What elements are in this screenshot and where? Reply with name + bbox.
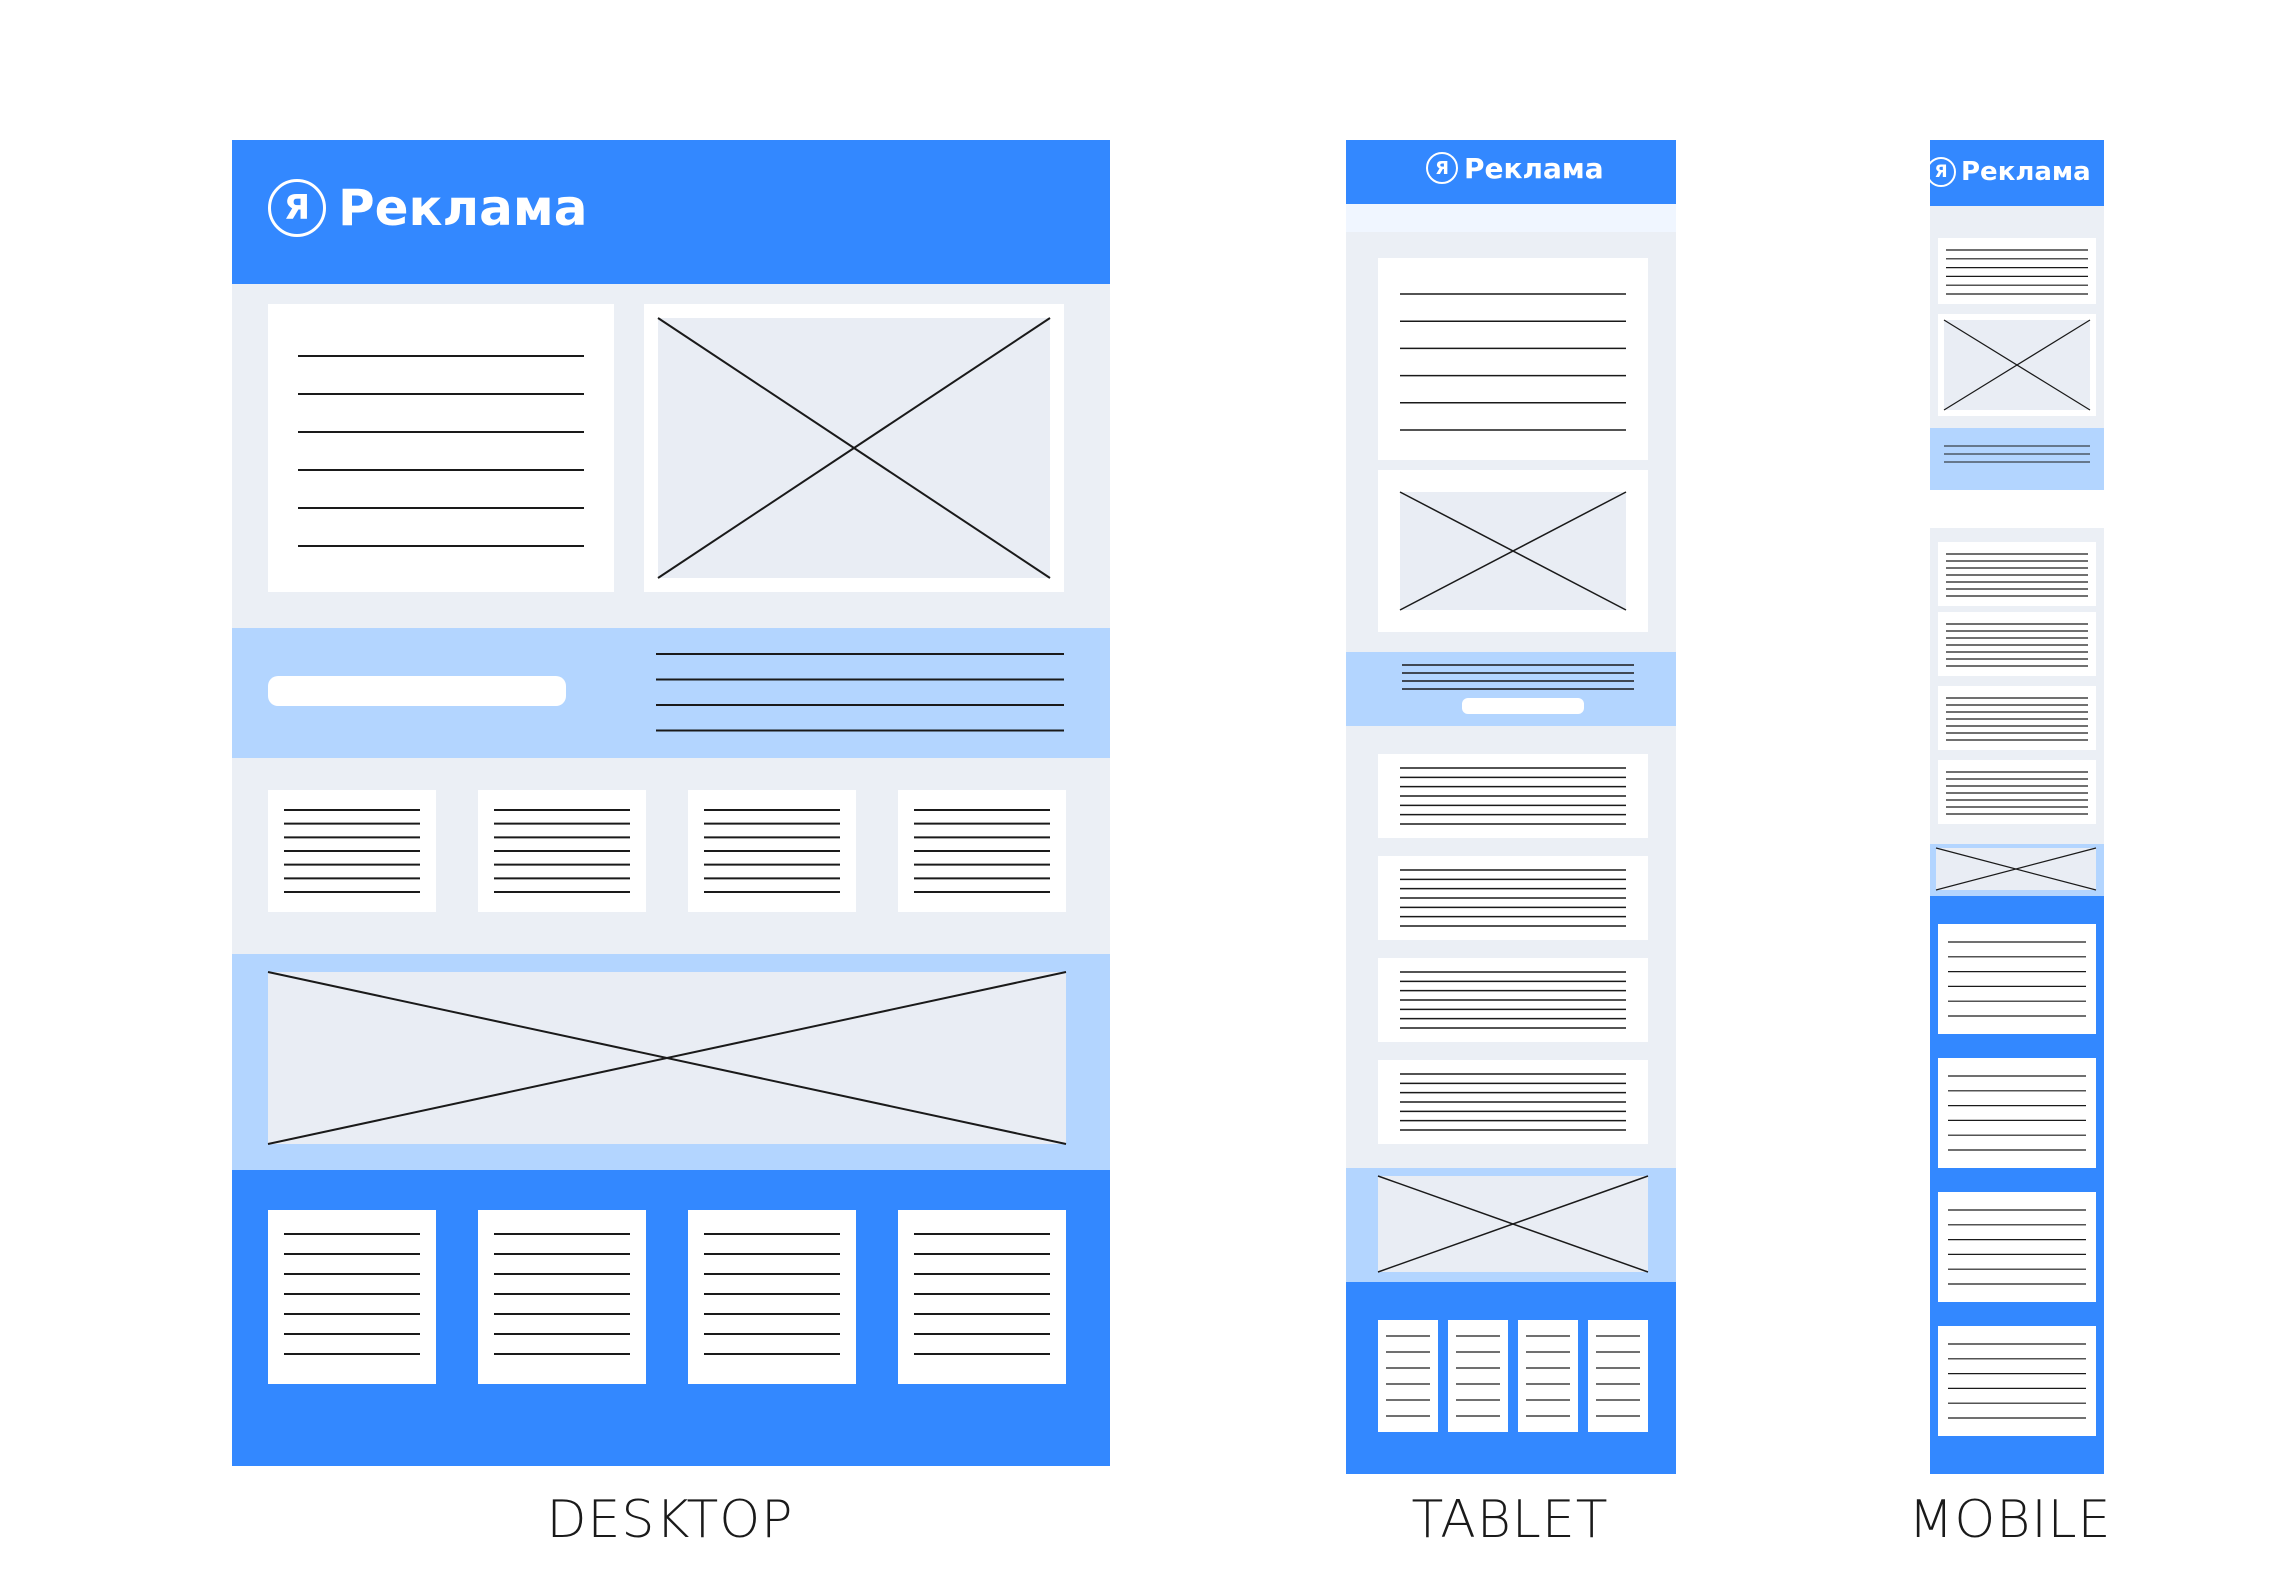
desktop-cta-button [268, 676, 566, 706]
desktop-footer-card-1 [268, 1210, 436, 1384]
mobile-feature-card-3 [1938, 686, 2096, 750]
yandex-logo-icon: Я [268, 179, 326, 237]
tablet-header [1346, 140, 1676, 204]
tablet-logo: Я Реклама [1426, 151, 1604, 185]
desktop-hero-text-card [268, 304, 614, 592]
image-placeholder-icon [267, 971, 1067, 1145]
tablet-footer-card-1 [1378, 1320, 1438, 1432]
mobile-header [1930, 140, 2104, 206]
mobile-footer-card-1 [1938, 924, 2096, 1034]
yandex-logo-icon: Я [1426, 152, 1458, 184]
image-placeholder-icon [1943, 319, 2091, 411]
mobile-feature-card-2 [1938, 612, 2096, 676]
tablet-footer-card-3 [1518, 1320, 1578, 1432]
image-placeholder-icon [1399, 491, 1627, 611]
mobile-feature-card-4 [1938, 760, 2096, 824]
image-placeholder-icon [1935, 847, 2097, 891]
mobile-cta-section [1930, 428, 2104, 490]
mobile-feature-card-1 [1938, 542, 2096, 606]
tablet-footer-card-4 [1588, 1320, 1648, 1432]
tablet-subheader [1346, 204, 1676, 232]
mobile-logo: Я Реклама [1926, 156, 2091, 188]
tablet-footer-card-2 [1448, 1320, 1508, 1432]
tablet-logo-text: Реклама [1464, 151, 1604, 185]
desktop-logo-text: Реклама [338, 179, 588, 237]
image-placeholder-icon [1377, 1175, 1649, 1273]
desktop-caption: DESKTOP [546, 1490, 794, 1550]
mobile-cta-button [1944, 496, 2090, 510]
mobile-logo-text: Реклама [1961, 157, 2091, 187]
desktop-logo: Я Реклама [268, 178, 587, 238]
desktop-header [232, 140, 1110, 284]
desktop-footer-card-2 [478, 1210, 646, 1384]
mobile-hero-text-card [1938, 238, 2096, 304]
desktop-footer-card-3 [688, 1210, 856, 1384]
yandex-logo-icon: Я [1926, 157, 1956, 187]
mobile-footer-card-2 [1938, 1058, 2096, 1168]
tablet-cta-button [1462, 698, 1584, 714]
mobile-caption: MOBILE [1908, 1490, 2112, 1550]
tablet-hero-text-card [1378, 258, 1648, 460]
desktop-footer-card-4 [898, 1210, 1066, 1384]
tablet-caption: TABLET [1411, 1490, 1609, 1550]
image-placeholder-icon [657, 317, 1051, 579]
mobile-footer-card-3 [1938, 1192, 2096, 1302]
mobile-footer-card-4 [1938, 1326, 2096, 1436]
